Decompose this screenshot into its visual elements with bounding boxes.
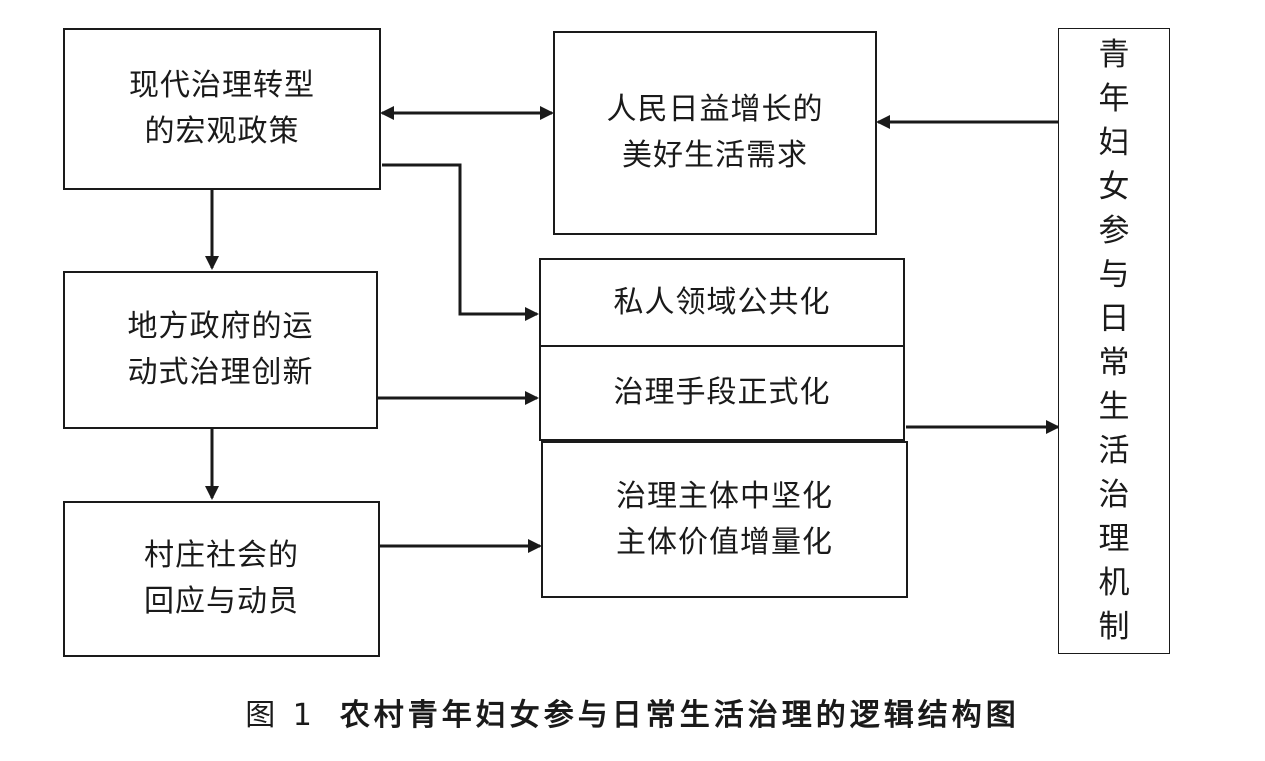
box-mechanism-label: 青年妇女参与日常生活治理机制 [1099, 33, 1130, 649]
figure-caption: 图 1 农村青年妇女参与日常生活治理的逻辑结构图 [0, 690, 1265, 734]
mechanism-char: 女 [1098, 169, 1130, 205]
box-private-public-label: 私人领域公共化 [613, 284, 831, 320]
mechanism-char: 生 [1098, 389, 1130, 425]
box-village-response: 村庄社会的 回应与动员 [63, 501, 380, 657]
box-macro-policy-label: 现代治理转型 的宏观政策 [129, 68, 315, 149]
mechanism-char: 机 [1098, 565, 1130, 601]
arrow-macro-private [382, 163, 539, 321]
mechanism-char: 妇 [1098, 125, 1130, 161]
box-formalization: 治理手段正式化 [539, 345, 905, 441]
mechanism-char: 年 [1098, 81, 1130, 117]
figure-title: 农村青年妇女参与日常生活治理的逻辑结构图 [339, 698, 1020, 733]
box-village-response-label: 村庄社会的 回应与动员 [144, 538, 299, 619]
mechanism-char: 常 [1098, 345, 1130, 381]
mechanism-char: 活 [1098, 433, 1130, 469]
box-mechanism: 青年妇女参与日常生活治理机制 [1058, 28, 1170, 654]
box-formalization-label: 治理手段正式化 [613, 375, 831, 410]
box-macro-policy: 现代治理转型 的宏观政策 [63, 28, 381, 190]
mechanism-char: 制 [1098, 609, 1130, 645]
box-local-gov-label: 地方政府的运 动式治理创新 [127, 309, 314, 390]
mechanism-char: 日 [1098, 301, 1130, 337]
box-subject-value: 治理主体中坚化 主体价值增量化 [541, 441, 908, 598]
box-private-public: 私人领域公共化 [539, 258, 905, 347]
mechanism-char: 治 [1098, 477, 1130, 513]
box-local-gov: 地方政府的运 动式治理创新 [63, 271, 378, 429]
box-people-needs: 人民日益增长的 美好生活需求 [553, 31, 877, 235]
mechanism-char: 青 [1098, 37, 1130, 73]
figure-number: 图 1 [245, 698, 316, 733]
mechanism-char: 参 [1098, 213, 1130, 249]
mechanism-char: 与 [1098, 257, 1130, 293]
box-people-needs-label: 人民日益增长的 美好生活需求 [606, 92, 824, 173]
box-subject-value-label: 治理主体中坚化 主体价值增量化 [616, 478, 833, 560]
mechanism-char: 理 [1098, 521, 1130, 557]
